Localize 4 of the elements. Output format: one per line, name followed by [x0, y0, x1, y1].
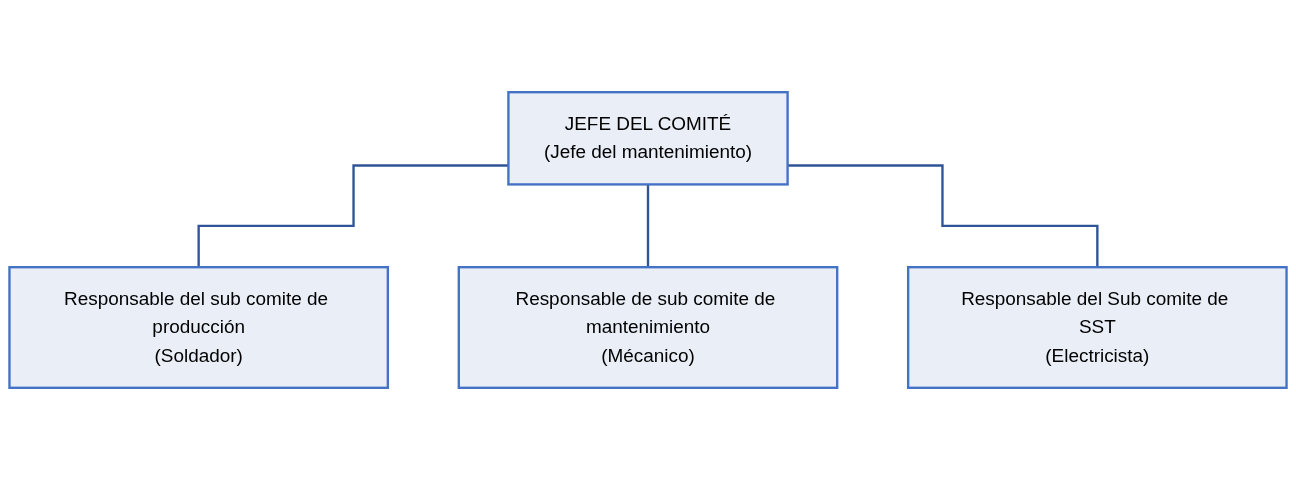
- node-box: Responsable de sub comite de mantenimiento (Mécanico): [457, 266, 839, 389]
- node-box: Responsable del sub comite de producción (Soldador): [8, 266, 390, 389]
- node-box: Responsable del Sub comite de SST (Electricista): [906, 266, 1288, 389]
- node-box: JEFE DEL COMITÉ (Jefe del mantenimiento): [507, 91, 789, 186]
